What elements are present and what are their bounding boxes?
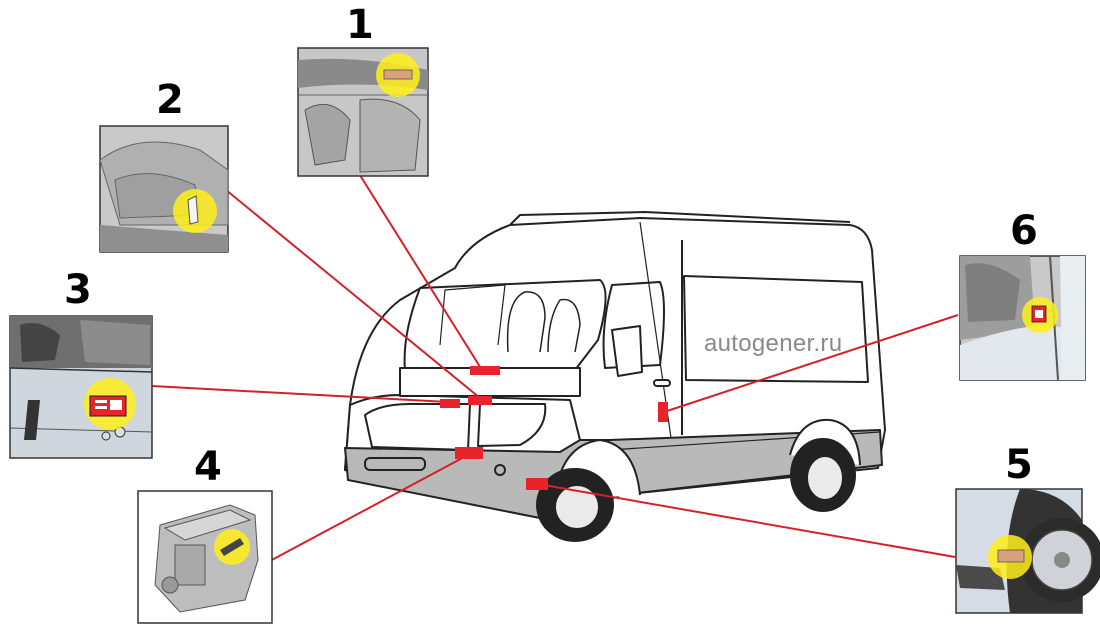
leader-line-1 — [357, 171, 483, 371]
callout-number-5: 5 — [1005, 442, 1033, 488]
leader-lines — [151, 171, 959, 563]
inset-1-windshield — [297, 47, 429, 177]
leader-line-2 — [225, 189, 481, 399]
vin-marker-1 — [470, 366, 500, 375]
vin-marker-4 — [455, 447, 483, 459]
leader-line-6 — [663, 314, 959, 413]
inset-2-seat — [99, 125, 229, 253]
vin-marker-6 — [658, 402, 668, 422]
wheel-icon — [1020, 518, 1100, 602]
vin-marker-2 — [468, 396, 492, 405]
vin-marker-3 — [440, 399, 460, 408]
callout-number-2: 2 — [156, 77, 184, 123]
callout-number-6: 6 — [1010, 208, 1038, 254]
inset-4-engine — [137, 490, 273, 624]
inset-5-wheel — [955, 488, 1100, 614]
van-illustration — [344, 211, 886, 542]
vin-markers — [440, 366, 668, 490]
callout-number-4: 4 — [194, 444, 222, 490]
leader-line-4 — [267, 454, 469, 563]
inset-6-door-frame — [959, 255, 1086, 381]
inset-3-sill — [9, 315, 153, 459]
watermark: autogener.ru — [704, 330, 843, 357]
callout-number-1: 1 — [346, 2, 374, 48]
vin-plate-icon — [383, 69, 413, 80]
callout-number-3: 3 — [64, 267, 92, 313]
leader-line-3 — [151, 385, 449, 403]
leader-line-5 — [537, 483, 956, 558]
vin-marker-5 — [526, 478, 548, 490]
